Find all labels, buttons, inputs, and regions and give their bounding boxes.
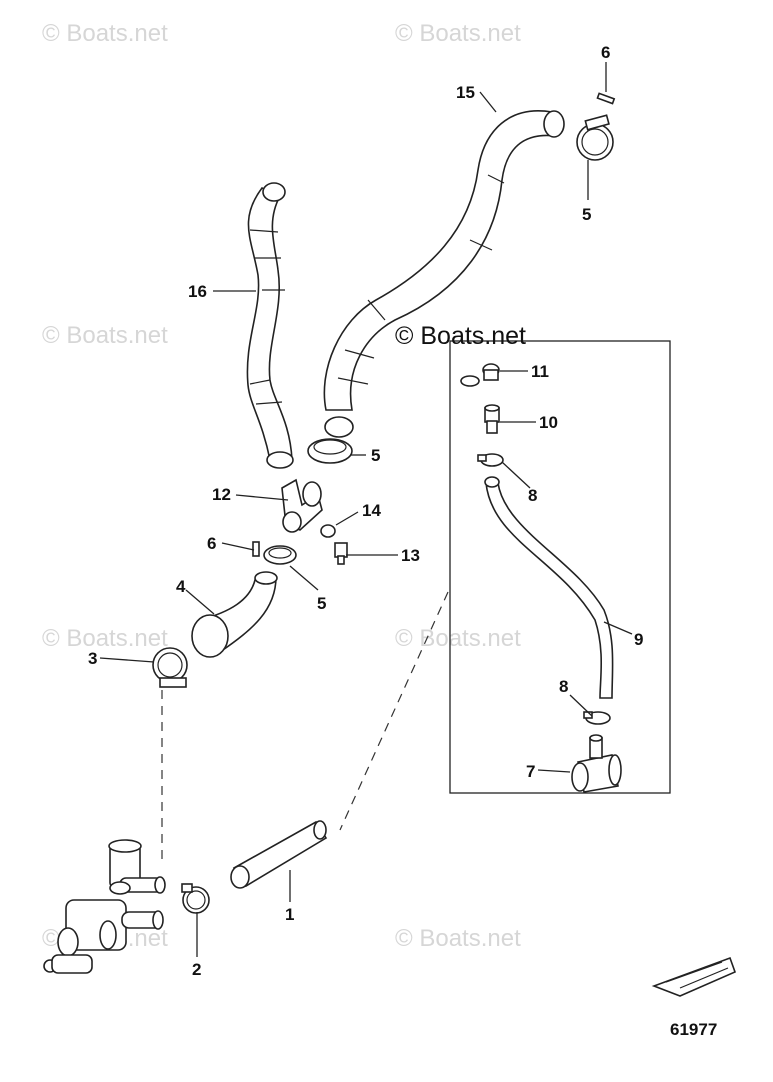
callout-14: 14 xyxy=(362,501,381,520)
leader-line xyxy=(335,511,359,526)
callout-15: 15 xyxy=(456,83,475,102)
callout-16: 16 xyxy=(188,282,207,301)
hose-15[interactable] xyxy=(323,110,565,438)
callout-6: 6 xyxy=(601,43,610,62)
clamp-5-middle[interactable] xyxy=(307,438,353,464)
fitting-11[interactable] xyxy=(460,363,500,387)
part-6-middle[interactable] xyxy=(252,541,260,557)
water-pump-icon xyxy=(43,839,166,974)
callout-5: 5 xyxy=(371,446,380,465)
callout-5: 5 xyxy=(317,594,326,613)
leader-line xyxy=(221,542,255,551)
callout-13: 13 xyxy=(401,546,420,565)
assembly-line xyxy=(339,591,449,831)
watermark: © Boats.net xyxy=(42,625,168,652)
fitting-12[interactable] xyxy=(281,478,323,533)
callout-9: 9 xyxy=(634,630,643,649)
watermark: © Boats.net xyxy=(42,322,168,349)
callout-8: 8 xyxy=(559,677,568,696)
callout-4: 4 xyxy=(176,577,186,596)
leader-line xyxy=(501,461,531,489)
hose-9[interactable] xyxy=(484,476,614,699)
callout-8: 8 xyxy=(528,486,537,505)
leader-line xyxy=(235,494,289,501)
leader-line xyxy=(185,589,215,615)
o-ring-14[interactable] xyxy=(320,524,336,538)
callout-10: 10 xyxy=(539,413,558,432)
watermark: © Boats.net xyxy=(395,625,521,652)
hose-16[interactable] xyxy=(246,182,294,469)
callout-7: 7 xyxy=(526,762,535,781)
leader-line xyxy=(569,694,593,717)
center-watermark: © Boats.net xyxy=(395,322,526,350)
leader-line xyxy=(289,565,319,591)
callout-12: 12 xyxy=(212,485,231,504)
leader-line xyxy=(99,657,155,663)
diagram-number: 61977 xyxy=(670,1020,718,1039)
clamp-2[interactable] xyxy=(181,883,210,914)
hose-1[interactable] xyxy=(230,820,328,889)
callout-5: 5 xyxy=(582,205,591,224)
callout-6: 6 xyxy=(207,534,216,553)
inset-box xyxy=(449,340,671,794)
clamp-3[interactable] xyxy=(152,647,188,688)
watermark: © Boats.net xyxy=(42,20,168,47)
callout-3: 3 xyxy=(88,649,97,668)
fitting-7[interactable] xyxy=(571,734,622,793)
leader-line xyxy=(603,621,633,635)
clamp-8-bottom[interactable] xyxy=(583,711,611,725)
fitting-10[interactable] xyxy=(484,404,500,434)
clamp-5-lower[interactable] xyxy=(263,545,297,565)
leader-line xyxy=(537,769,571,773)
clamp-8-top[interactable] xyxy=(477,453,504,467)
callout-1: 1 xyxy=(285,905,294,924)
boat-icon xyxy=(651,956,737,997)
leader-line xyxy=(479,91,497,113)
watermark: © Boats.net xyxy=(395,20,521,47)
callout-11: 11 xyxy=(531,362,549,381)
callout-2: 2 xyxy=(192,960,201,979)
part-6-top[interactable] xyxy=(596,92,616,105)
watermark: © Boats.net xyxy=(395,925,521,952)
hose-4[interactable] xyxy=(191,571,278,658)
clamp-5-top[interactable] xyxy=(576,114,614,161)
fitting-13[interactable] xyxy=(334,542,348,565)
